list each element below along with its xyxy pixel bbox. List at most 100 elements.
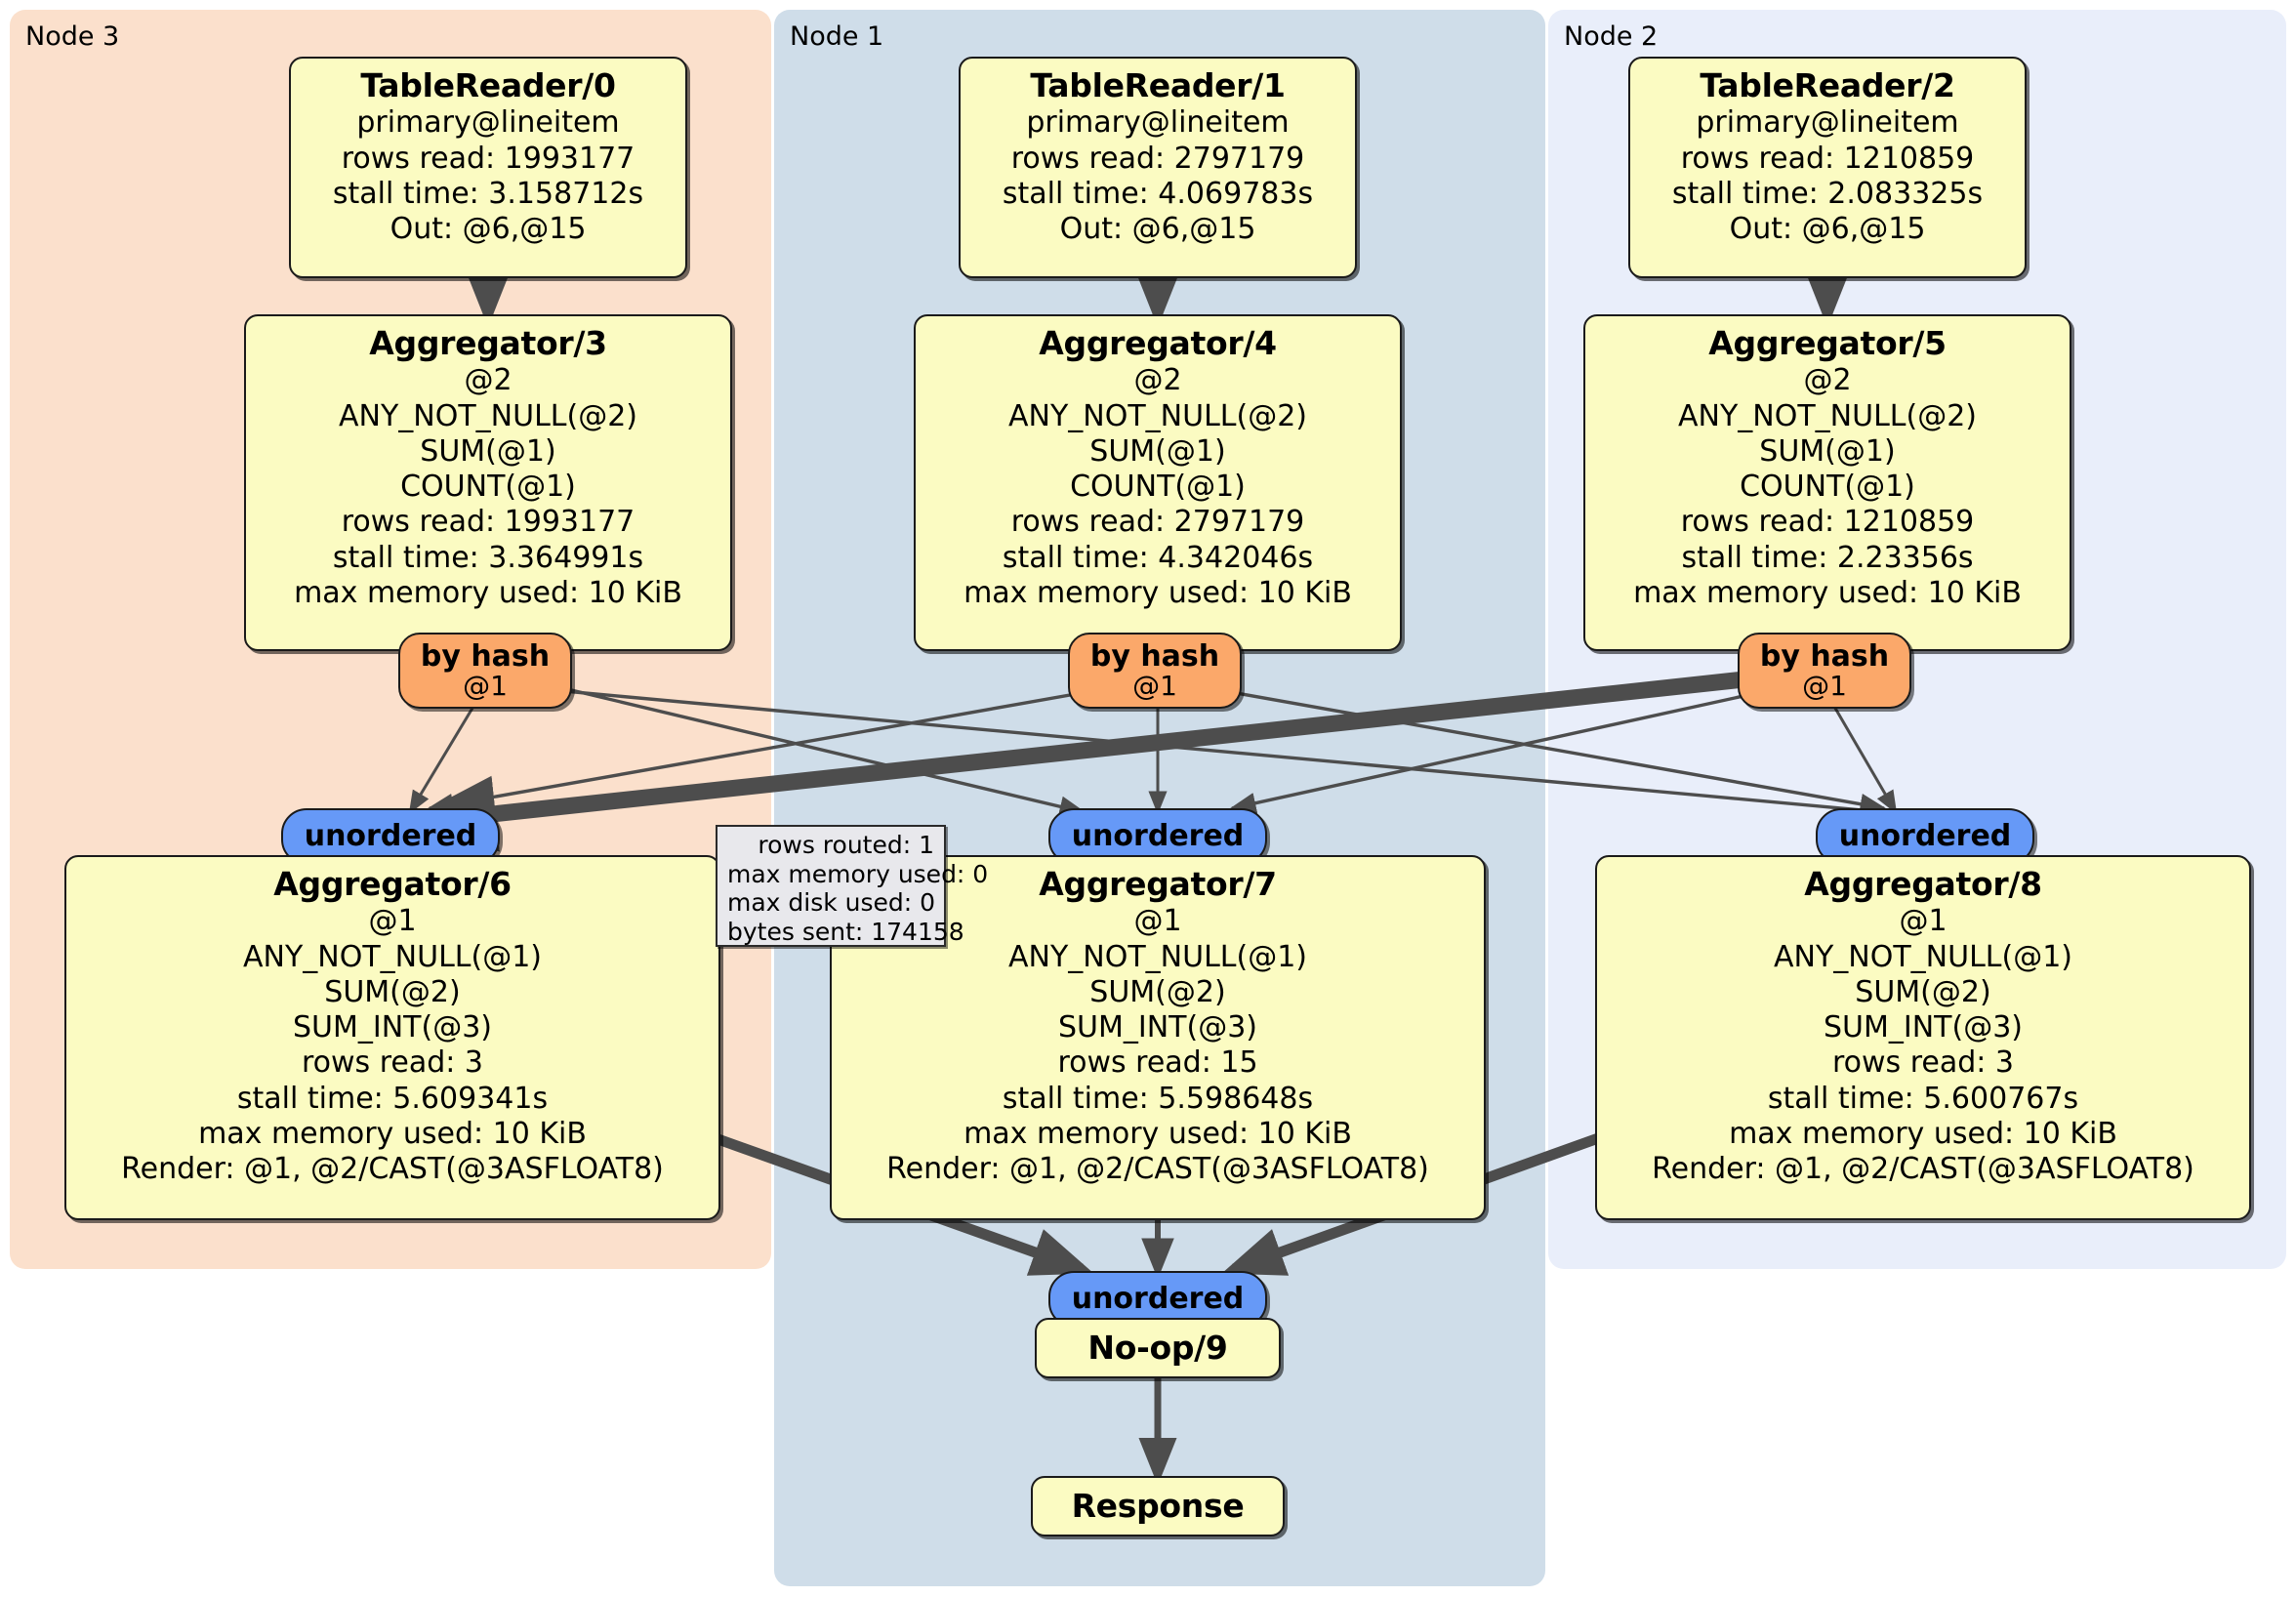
router-title: unordered — [1838, 819, 2012, 854]
processor-line: SUM(@1) — [420, 433, 556, 469]
processor-line: Render: @1, @2/CAST(@3ASFLOAT8) — [121, 1152, 664, 1187]
processor-line: primary@lineitem — [1696, 105, 1959, 141]
processor-line: @2 — [1803, 363, 1852, 398]
processor-title: Aggregator/3 — [369, 324, 607, 362]
processor-line: SUM(@1) — [1089, 433, 1226, 469]
edge-hash3-unordered8 — [542, 687, 1887, 821]
processor-title: Aggregator/4 — [1039, 324, 1277, 362]
processor-line: @1 — [1899, 904, 1948, 939]
router-subtitle: @1 — [463, 670, 508, 703]
processor-aggregator-3[interactable]: Aggregator/3 @2 ANY_NOT_NULL(@2) SUM(@1)… — [244, 314, 732, 651]
processor-line: primary@lineitem — [356, 105, 620, 141]
cluster-node1-label: Node 1 — [790, 21, 884, 52]
router-by-hash-3[interactable]: by hash @1 — [398, 633, 572, 709]
processor-line: ANY_NOT_NULL(@2) — [339, 398, 637, 433]
processor-line: ANY_NOT_NULL(@2) — [1678, 398, 1977, 433]
processor-title: Aggregator/6 — [273, 865, 512, 903]
edge-hash3-unordered6 — [408, 704, 476, 815]
processor-line: rows read: 2797179 — [1010, 505, 1305, 540]
processor-line: stall time: 5.609341s — [236, 1081, 549, 1116]
stats-line: bytes sent: 174158 — [727, 917, 964, 946]
processor-title: TableReader/1 — [1030, 66, 1286, 104]
processor-line: Out: @6,@15 — [1059, 212, 1256, 247]
processor-line: ANY_NOT_NULL(@1) — [243, 939, 542, 974]
router-title: by hash — [1089, 638, 1220, 674]
processor-tablereader-2[interactable]: TableReader/2 primary@lineitem rows read… — [1628, 57, 2027, 278]
processor-line: max memory used: 10 KiB — [294, 576, 682, 611]
processor-line: COUNT(@1) — [400, 470, 576, 505]
processor-line: stall time: 5.598648s — [1002, 1081, 1314, 1116]
processor-line: stall time: 2.23356s — [1681, 540, 1974, 575]
processor-line: @1 — [1133, 904, 1182, 939]
processor-line: Out: @6,@15 — [1729, 212, 1926, 247]
processor-aggregator-5[interactable]: Aggregator/5 @2 ANY_NOT_NULL(@2) SUM(@1)… — [1583, 314, 2071, 651]
processor-title: Response — [1071, 1486, 1245, 1525]
processor-title: Aggregator/5 — [1708, 324, 1947, 362]
processor-line: stall time: 4.069783s — [1002, 176, 1314, 211]
processor-line: rows read: 1993177 — [341, 141, 636, 176]
processor-line: SUM(@2) — [324, 974, 461, 1009]
cluster-node3-label: Node 3 — [25, 21, 120, 52]
processor-title: TableReader/0 — [360, 66, 616, 104]
processor-line: SUM_INT(@3) — [1824, 1010, 2023, 1045]
stats-line: max memory used: 0 — [727, 859, 989, 888]
processor-line: stall time: 3.158712s — [332, 176, 644, 211]
processor-line: @2 — [1133, 363, 1182, 398]
processor-line: @2 — [464, 363, 512, 398]
processor-response[interactable]: Response — [1031, 1476, 1285, 1536]
processor-title: No-op/9 — [1087, 1328, 1228, 1367]
processor-line: COUNT(@1) — [1070, 470, 1246, 505]
processor-line: Render: @1, @2/CAST(@3ASFLOAT8) — [886, 1152, 1429, 1187]
processor-line: rows read: 1210859 — [1680, 505, 1975, 540]
processor-title: TableReader/2 — [1700, 66, 1955, 104]
router-title: unordered — [1071, 819, 1245, 854]
router-title: by hash — [1759, 638, 1890, 674]
processor-tablereader-0[interactable]: TableReader/0 primary@lineitem rows read… — [289, 57, 687, 278]
router-title: unordered — [304, 819, 477, 854]
processor-line: max memory used: 10 KiB — [1729, 1117, 2117, 1152]
processor-line: rows read: 15 — [1057, 1045, 1258, 1081]
processor-noop-9[interactable]: No-op/9 — [1035, 1318, 1281, 1378]
edge-hash5-unordered6 — [399, 667, 1782, 852]
processor-line: SUM_INT(@3) — [293, 1010, 492, 1045]
processor-aggregator-8[interactable]: Aggregator/8 @1 ANY_NOT_NULL(@1) SUM(@2)… — [1595, 855, 2251, 1220]
router-by-hash-4[interactable]: by hash @1 — [1068, 633, 1242, 709]
router-title: by hash — [420, 638, 551, 674]
processor-line: ANY_NOT_NULL(@1) — [1008, 939, 1307, 974]
stats-line: rows routed: 1 — [758, 831, 934, 859]
processor-line: COUNT(@1) — [1740, 470, 1915, 505]
edge-hash3-unordered7 — [542, 681, 1086, 817]
processor-line: max memory used: 10 KiB — [1633, 576, 2022, 611]
processor-line: ANY_NOT_NULL(@1) — [1774, 939, 2072, 974]
processor-aggregator-4[interactable]: Aggregator/4 @2 ANY_NOT_NULL(@2) SUM(@1)… — [914, 314, 1402, 651]
edge-hash5-unordered7 — [1229, 687, 1776, 814]
edge-hash4-unordered8 — [1213, 687, 1887, 815]
edge-hash4-unordered6 — [427, 687, 1104, 815]
processor-line: stall time: 3.364991s — [332, 540, 644, 575]
processor-line: max memory used: 10 KiB — [964, 1117, 1352, 1152]
processor-line: rows read: 3 — [301, 1045, 484, 1081]
processor-line: ANY_NOT_NULL(@2) — [1008, 398, 1307, 433]
processor-line: stall time: 4.342046s — [1002, 540, 1314, 575]
processor-tablereader-1[interactable]: TableReader/1 primary@lineitem rows read… — [959, 57, 1357, 278]
processor-line: primary@lineitem — [1026, 105, 1290, 141]
processor-line: stall time: 2.083325s — [1671, 176, 1984, 211]
processor-aggregator-6[interactable]: Aggregator/6 @1 ANY_NOT_NULL(@1) SUM(@2)… — [64, 855, 720, 1220]
cluster-node2-label: Node 2 — [1564, 21, 1659, 52]
edge-hash5-unordered8 — [1831, 704, 1898, 815]
edge-stats-tooltip: rows routed: 1 max memory used: 0 max di… — [716, 825, 989, 947]
processor-line: @1 — [368, 904, 417, 939]
processor-title: Aggregator/7 — [1039, 865, 1277, 903]
processor-line: max memory used: 10 KiB — [964, 576, 1352, 611]
processor-line: max memory used: 10 KiB — [198, 1117, 587, 1152]
processor-line: SUM(@2) — [1089, 974, 1226, 1009]
processor-line: Render: @1, @2/CAST(@3ASFLOAT8) — [1652, 1152, 2194, 1187]
processor-line: SUM_INT(@3) — [1058, 1010, 1257, 1045]
processor-line: SUM(@1) — [1759, 433, 1896, 469]
processor-line: rows read: 3 — [1831, 1045, 2015, 1081]
router-title: unordered — [1071, 1282, 1245, 1317]
processor-line: SUM(@2) — [1855, 974, 1991, 1009]
processor-line: stall time: 5.600767s — [1767, 1081, 2079, 1116]
router-by-hash-5[interactable]: by hash @1 — [1738, 633, 1911, 709]
